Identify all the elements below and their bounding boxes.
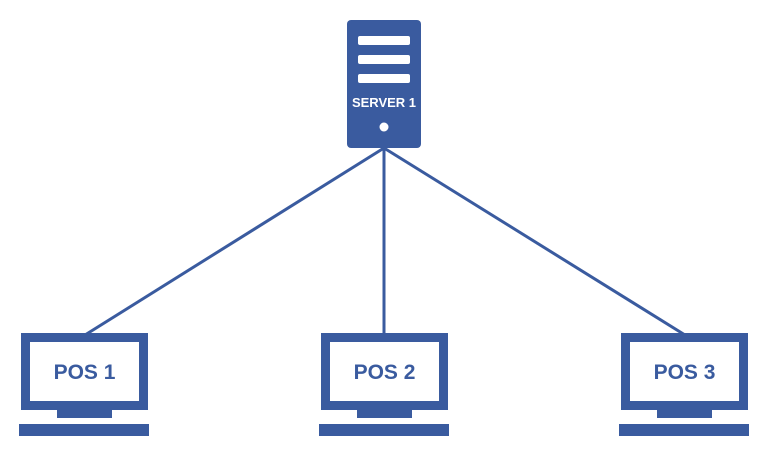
terminal-pos-1: POS 1 bbox=[19, 333, 149, 436]
keyboard-base bbox=[19, 424, 149, 436]
keyboard-base bbox=[319, 424, 449, 436]
connection-server-pos3 bbox=[383, 146, 686, 337]
monitor-stand bbox=[57, 410, 112, 418]
terminal-pos-3: POS 3 bbox=[619, 333, 749, 436]
monitor-icon bbox=[319, 333, 449, 436]
server-label: SERVER 1 bbox=[352, 95, 416, 110]
monitor-stand bbox=[657, 410, 712, 418]
terminal-label: POS 3 bbox=[654, 361, 716, 384]
server-icon bbox=[347, 20, 421, 148]
server-drive-bay-3 bbox=[358, 74, 410, 83]
server-drive-bay-2 bbox=[358, 55, 410, 64]
monitor-screen bbox=[30, 342, 139, 401]
terminal-label: POS 1 bbox=[54, 361, 116, 384]
terminal-label: POS 2 bbox=[354, 361, 416, 384]
monitor-screen bbox=[630, 342, 739, 401]
server-body bbox=[347, 20, 421, 148]
server-1: SERVER 1 bbox=[347, 20, 421, 148]
server-drive-bay-1 bbox=[358, 36, 410, 45]
connection-server-pos1 bbox=[84, 146, 385, 337]
keyboard-base bbox=[619, 424, 749, 436]
connections bbox=[84, 146, 686, 337]
terminal-pos-2: POS 2 bbox=[319, 333, 449, 436]
monitor-icon bbox=[619, 333, 749, 436]
monitor-screen bbox=[330, 342, 439, 401]
monitor-icon bbox=[19, 333, 149, 436]
monitor-stand bbox=[357, 410, 412, 418]
server-power-light bbox=[379, 122, 389, 132]
